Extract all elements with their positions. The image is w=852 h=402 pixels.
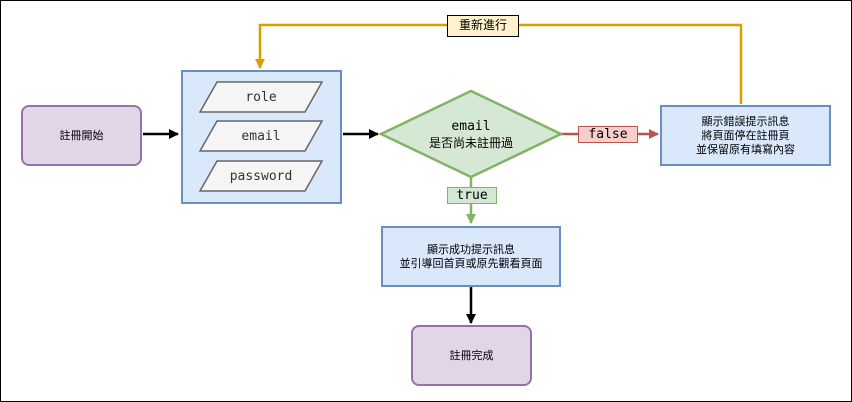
input-field-role: role xyxy=(199,81,323,113)
register-start-node: 註冊開始 xyxy=(21,105,142,166)
input-field-role-label: role xyxy=(245,89,277,105)
success-message-text: 顯示成功提示訊息 並引導回首頁或原先觀看頁面 xyxy=(399,242,543,270)
register-complete-label: 註冊完成 xyxy=(449,348,494,362)
register-complete-node: 註冊完成 xyxy=(411,325,532,386)
retry-edge-label: 重新進行 xyxy=(447,15,519,37)
input-field-password: password xyxy=(199,160,323,192)
decision-label-line2: 是否尚未註冊過 xyxy=(428,136,513,150)
true-edge-text: true xyxy=(456,188,488,203)
register-start-label: 註冊開始 xyxy=(59,128,104,142)
input-field-email-label: email xyxy=(241,128,281,144)
retry-edge-text: 重新進行 xyxy=(458,18,507,32)
decision-diamond xyxy=(378,89,564,179)
false-edge-text: false xyxy=(588,127,628,142)
parallelogram-shape xyxy=(199,120,323,152)
input-field-password-label: password xyxy=(229,168,293,184)
true-edge-label: true xyxy=(447,187,497,204)
success-message-node: 顯示成功提示訊息 並引導回首頁或原先觀看頁面 xyxy=(381,226,561,287)
error-message-node: 顯示錯誤提示訊息 將頁面停在註冊頁 並保留原有填寫內容 xyxy=(660,105,831,166)
parallelogram-shape xyxy=(199,81,323,113)
decision-label: email 是否尚未註冊過 xyxy=(401,119,541,151)
error-message-text: 顯示錯誤提示訊息 將頁面停在註冊頁 並保留原有填寫內容 xyxy=(696,114,795,156)
parallelogram-shape xyxy=(199,160,323,192)
input-field-email: email xyxy=(199,120,323,152)
false-edge-label: false xyxy=(578,126,638,143)
decision-label-line1: email xyxy=(451,119,491,134)
